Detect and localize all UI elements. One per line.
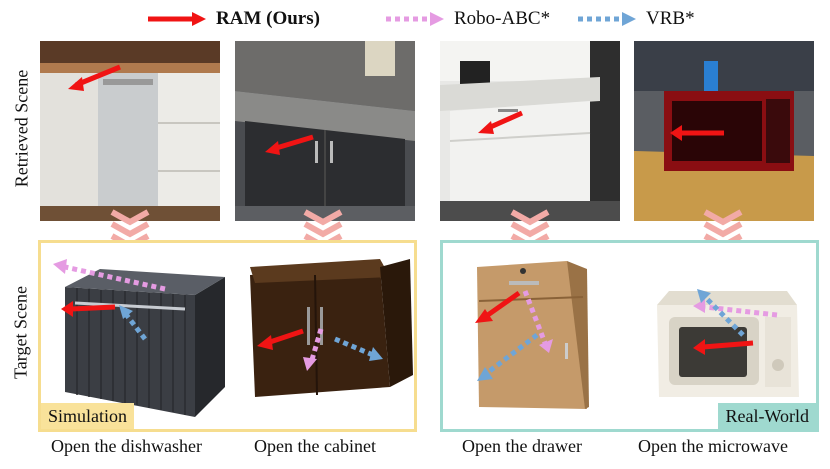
pink-dotted-arrow-icon — [386, 12, 444, 26]
caption-cabinet: Open the cabinet — [254, 436, 376, 456]
legend: RAM (Ours) Robo-ABC* VRB* — [0, 6, 830, 32]
red-arrow-icon — [148, 12, 206, 26]
legend-ram-label: RAM (Ours) — [216, 8, 320, 29]
row-label-target: Target Scene — [10, 286, 31, 379]
real-world-target-panel: Real-World — [440, 240, 819, 432]
retrieved-cabinet-photo — [235, 41, 415, 221]
retrieved-drawer-photo — [440, 41, 620, 221]
retrieved-microwave-photo — [634, 41, 814, 221]
legend-ram: RAM (Ours) — [146, 6, 320, 32]
legend-robo-abc-label: Robo-ABC* — [454, 8, 551, 29]
real-world-tag: Real-World — [718, 403, 816, 429]
legend-robo-abc: Robo-ABC* — [384, 6, 550, 32]
caption-drawer: Open the drawer — [462, 436, 582, 456]
row-label-retrieved: Retrieved Scene — [11, 69, 32, 188]
legend-vrb-label: VRB* — [646, 8, 695, 29]
retrieved-dishwasher-photo — [40, 41, 220, 221]
simulation-target-panel: Simulation — [38, 240, 417, 432]
blue-dotted-arrow-icon — [578, 12, 636, 26]
caption-microwave: Open the microwave — [638, 436, 788, 456]
legend-vrb: VRB* — [576, 6, 695, 32]
target-scenes-simulation — [53, 259, 413, 417]
simulation-tag: Simulation — [41, 403, 135, 429]
caption-dishwasher: Open the dishwasher — [51, 436, 202, 456]
target-scenes-real-world — [475, 261, 799, 409]
